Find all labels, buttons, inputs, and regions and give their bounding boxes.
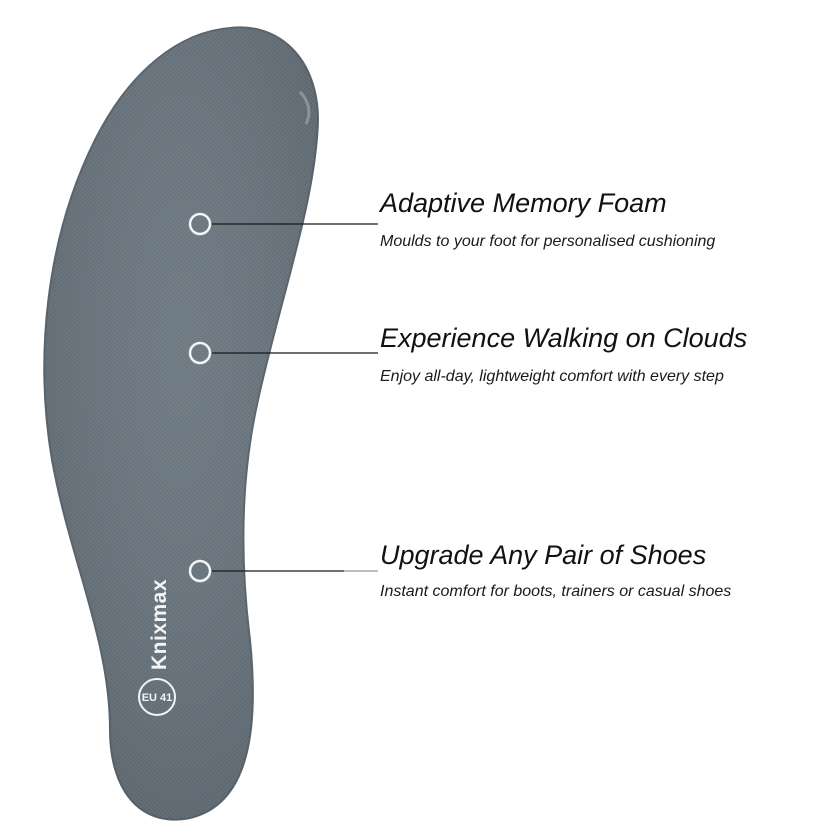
feature-markers (188, 212, 212, 583)
marker-circle-icon (188, 212, 212, 236)
feature-leader-lines (212, 223, 378, 572)
toe-notch-highlight (298, 90, 311, 125)
marker-circle-icon (188, 341, 212, 365)
feature-title-2: Experience Walking on Clouds (380, 323, 748, 353)
size-label: EU 41 (142, 692, 173, 704)
brand-logo-text: Knixmax (148, 579, 171, 670)
size-badge: EU 41 (138, 678, 176, 716)
feature-title-3: Upgrade Any Pair of Shoes (380, 540, 707, 570)
feature-description-1: Moulds to your foot for personalised cus… (380, 233, 716, 250)
feature-description-3: Instant comfort for boots, trainers or c… (380, 583, 732, 600)
feature-description-2: Enjoy all-day, lightweight comfort with … (380, 368, 724, 385)
feature-title-1: Adaptive Memory Foam (380, 188, 667, 218)
marker-circle-icon (188, 559, 212, 583)
insole-shape (43, 26, 320, 821)
